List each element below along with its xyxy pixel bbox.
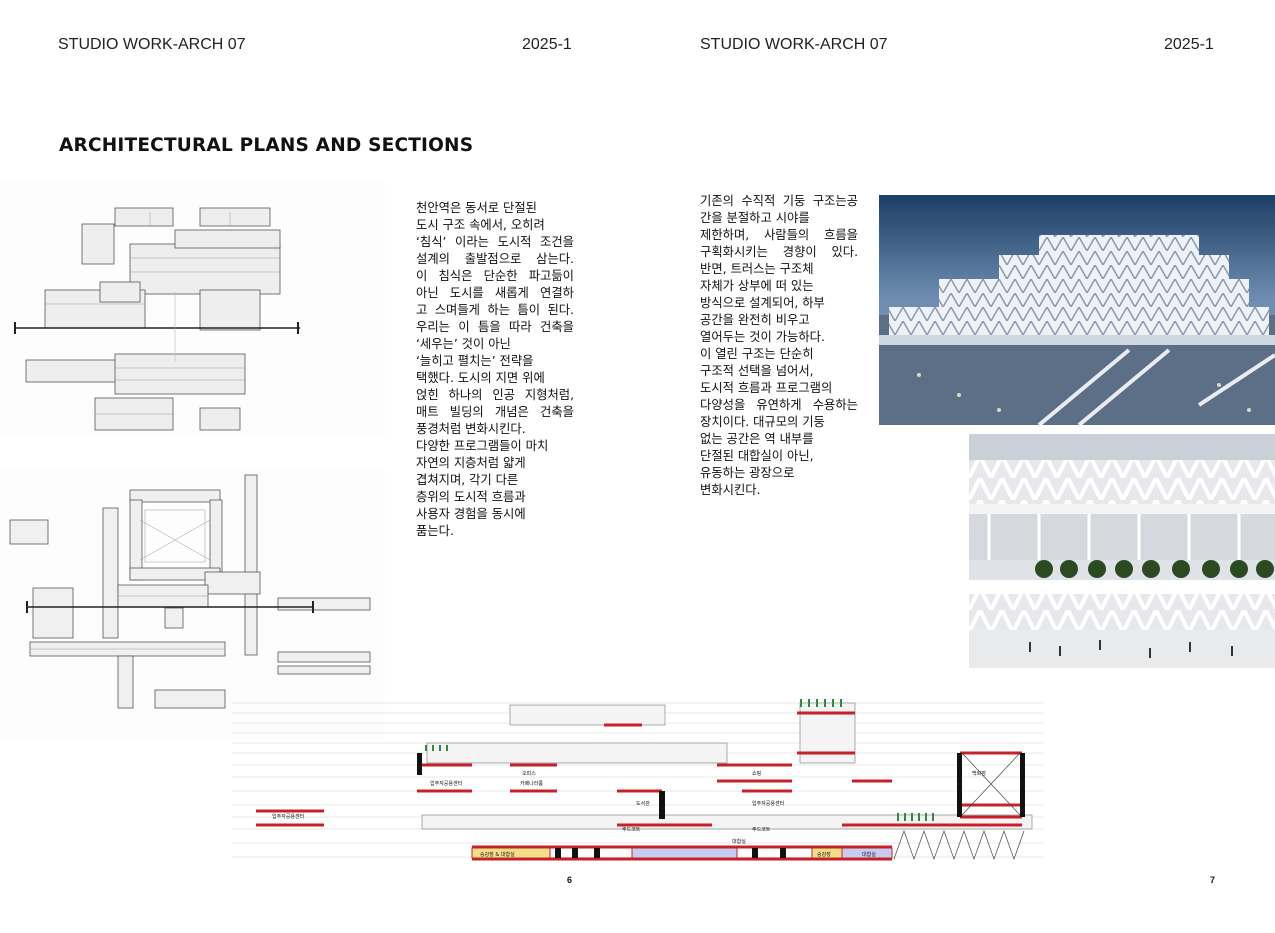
section-label: 입주자공용센터 <box>430 780 462 787</box>
text-line: 도시적 흐름과 프로그램의 <box>700 381 833 395</box>
header-term-left: 2025-1 <box>522 36 572 53</box>
text-line: 다양한 프로그램들이 마치 <box>416 439 549 453</box>
section-label: 주드코트 <box>752 827 771 833</box>
text-line: 아닌 도시를 새롭게 연결하 <box>416 286 574 300</box>
text-line: 이 침식은 단순한 파고듦이 <box>416 269 574 283</box>
section-label: 오피스 <box>522 770 536 777</box>
text-line: 간을 분절하고 시야를 <box>700 211 810 225</box>
text-line: 설계의 출발점으로 삼는다. <box>416 252 574 266</box>
text-line: 다양성을 유연하게 수용하는 <box>700 398 858 412</box>
section-label: 도서관 <box>636 800 650 807</box>
paragraph-right: 기존의 수직적 기둥 구조는공 간을 분절하고 시야를 제한하며, 사람들의 흐… <box>700 193 858 499</box>
section-title: ARCHITECTURAL PLANS AND SECTIONS <box>59 135 474 156</box>
text-line: ‘세우는’ 것이 아닌 <box>416 337 511 351</box>
text-line: 자연의 지층처럼 얇게 <box>416 456 526 470</box>
text-line: 우리는 이 틈을 따라 건축을 <box>416 320 574 334</box>
section-label: 승강장 & 대합실 <box>480 851 515 858</box>
text-line: ‘늘히고 펼치는’ 전략을 <box>416 354 534 368</box>
text-line: 겹쳐지며, 각기 다른 <box>416 473 519 487</box>
text-line: 기존의 수직적 기둥 구조는공 <box>700 194 858 208</box>
text-line: ‘침식’ 이라는 도시적 조건을 <box>416 235 574 249</box>
text-line: 사용자 경험을 동시에 <box>416 507 526 521</box>
text-line: 천안역은 동서로 단절된 <box>416 201 537 215</box>
text-line: 풍경처럼 변화시킨다. <box>416 422 526 436</box>
section-label: 승강장 <box>817 851 831 858</box>
text-line: 층위의 도시적 흐름과 <box>416 490 526 504</box>
section-label: 쇼핑 <box>752 770 761 777</box>
text-line: 유동하는 광장으로 <box>700 466 795 480</box>
text-line: 변화시킨다. <box>700 483 761 497</box>
paragraph-left: 천안역은 동서로 단절된 도시 구조 속에서, 오히려 ‘침식’ 이라는 도시적… <box>416 200 574 540</box>
page-number-left: 6 <box>567 875 573 885</box>
section-label: 카페나라룸 <box>520 780 543 787</box>
text-line: 구조적 선택을 넘어서, <box>700 364 814 378</box>
text-line: 공간을 완전히 비우고 <box>700 313 810 327</box>
header-studio-left: STUDIO WORK-ARCH 07 <box>58 36 246 53</box>
text-line: 열어두는 것이 가능하다. <box>700 330 825 344</box>
text-line: 반면, 트러스는 구조체 <box>700 262 814 276</box>
section-drawing: 입주자공용센터 입주자공용센터 카페나라룸 오피스 도서관 쇼핑 입주자공용센터… <box>232 699 1044 861</box>
text-line: 장치이다. 대규모의 기둥 <box>700 415 825 429</box>
text-line: 택했다. 도시의 지면 위에 <box>416 371 545 385</box>
text-line: 없는 공간은 역 내부를 <box>700 432 814 446</box>
section-label: 주드코트 <box>622 827 641 833</box>
render-night-view <box>879 195 1275 425</box>
text-line: 방식으로 설계되어, 하부 <box>700 296 825 310</box>
section-label: 대합실 <box>862 851 876 858</box>
page-number-right: 7 <box>1210 875 1216 885</box>
text-line: 단절된 대합실이 아닌, <box>700 449 814 463</box>
header-studio-right: STUDIO WORK-ARCH 07 <box>700 36 888 53</box>
text-line: 품는다. <box>416 524 454 538</box>
text-line: 자체가 상부에 떠 있는 <box>700 279 814 293</box>
section-label: 입주자공용센터 <box>272 813 304 820</box>
section-label: 백화점 <box>972 770 986 777</box>
text-line: 고 스며들게 하는 틈이 된다. <box>416 303 574 317</box>
text-line: 제한하며, 사람들의 흐름을 <box>700 228 858 242</box>
text-line: 매트 빌딩의 개념은 건축을 <box>416 405 574 419</box>
floor-plan-upper <box>0 182 385 437</box>
text-line: 도시 구조 속에서, 오히려 <box>416 218 545 232</box>
text-line: 얹힌 하나의 인공 지형처럼, <box>416 388 574 402</box>
section-label: 대합실 <box>732 838 746 845</box>
header-term-right: 2025-1 <box>1164 36 1214 53</box>
section-label: 입주자공용센터 <box>752 800 784 807</box>
text-line: 구획화시키는 경향이 있다. <box>700 245 858 259</box>
text-line: 이 열린 구조는 단순히 <box>700 347 814 361</box>
floor-plan-lower <box>0 470 385 740</box>
render-interior-view <box>969 434 1275 668</box>
